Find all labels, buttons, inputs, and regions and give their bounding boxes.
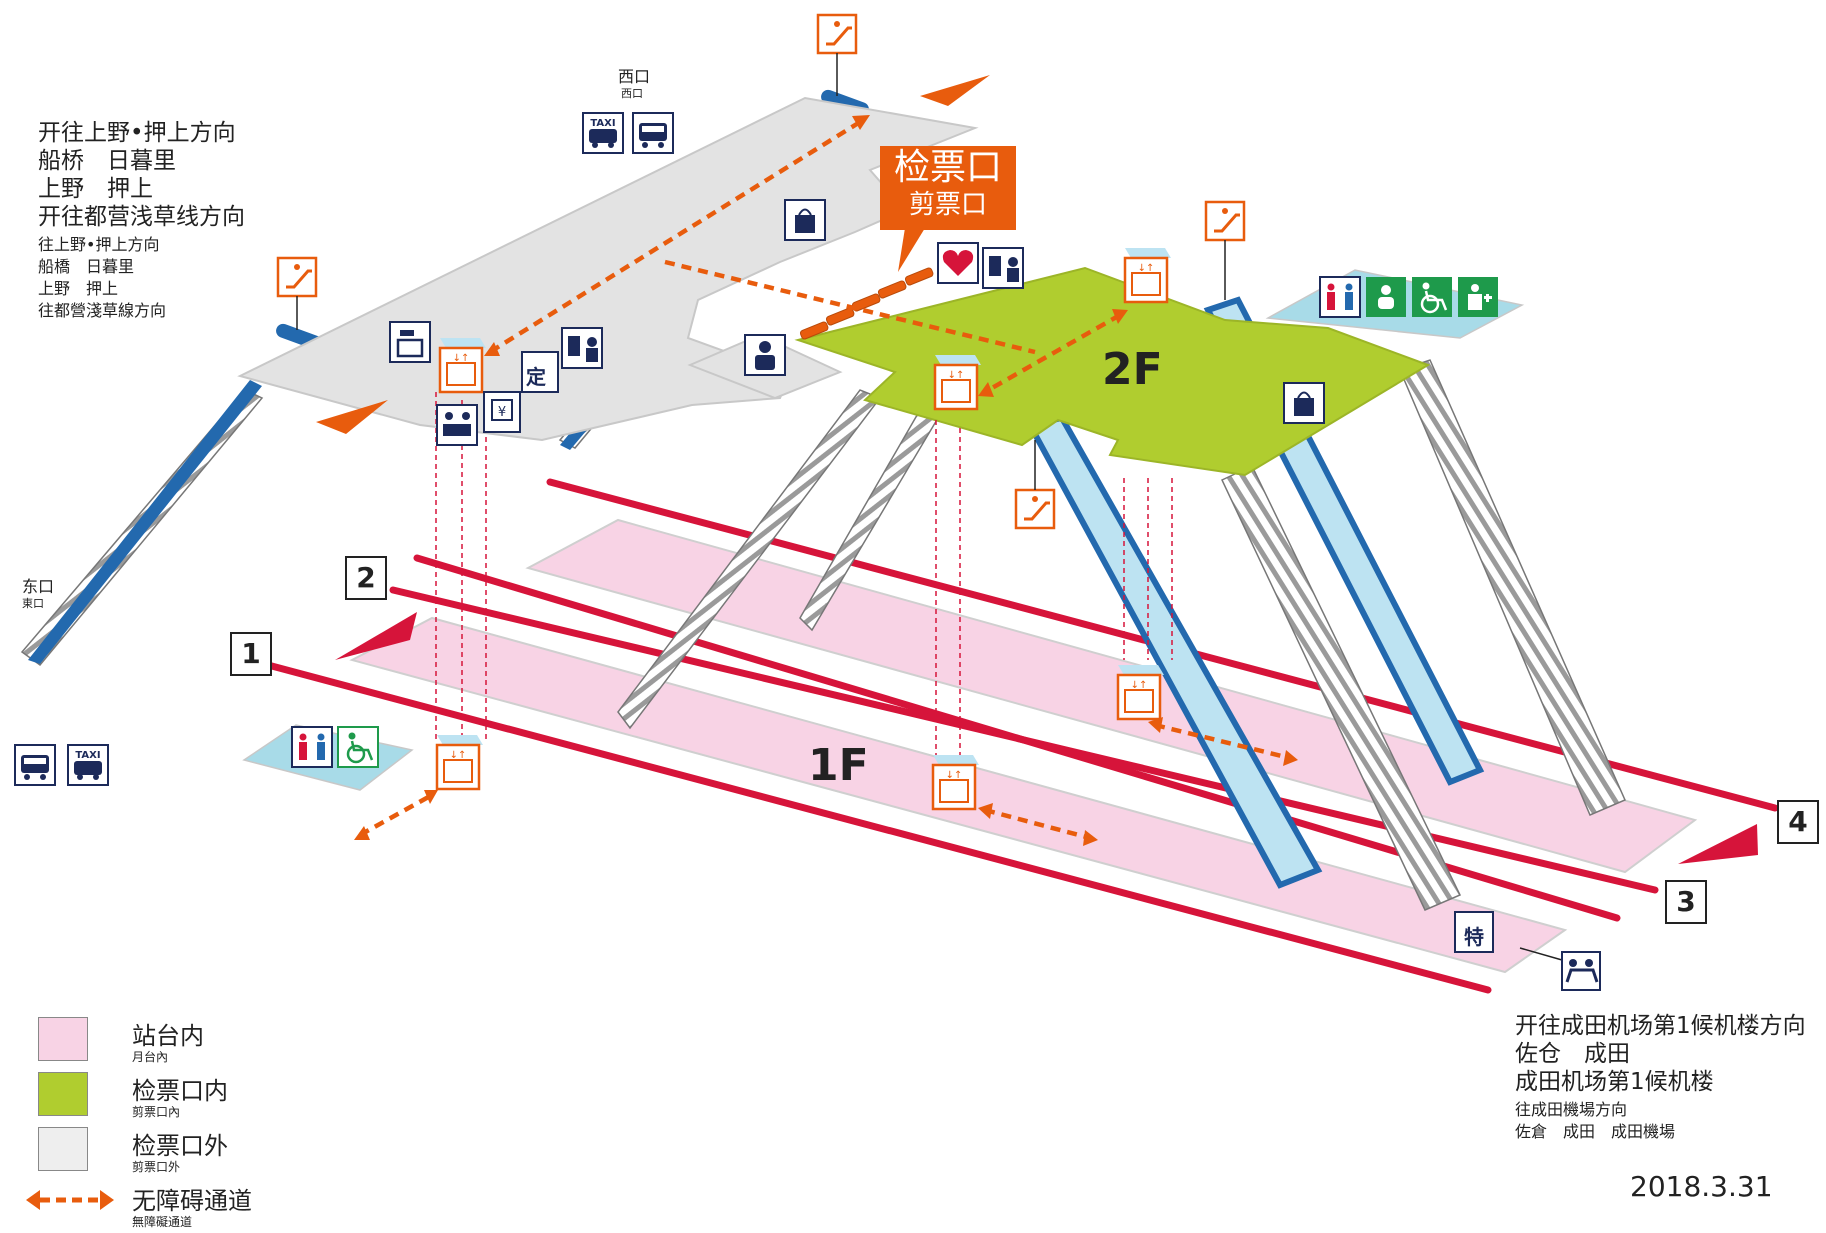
legend-sub-accessible-route: 無障礙通道: [132, 1215, 193, 1229]
legend-swatch-outside-gate: [38, 1127, 88, 1171]
taxi-icon: TAXI: [582, 112, 624, 154]
east-exit-label-jp: 東口: [22, 597, 44, 610]
wheelchair-icon: [1412, 277, 1452, 317]
direction-west-jp-2: 船橋 日暮里: [38, 257, 135, 276]
legend-label-outside-gate: 检票口外: [132, 1132, 228, 1160]
elevator-shafts: [435, 392, 1173, 760]
wheelchair-icon: [337, 726, 379, 768]
ticket-gate-label-cn: 检票口: [893, 147, 1002, 188]
limited-express-ticket-icon: 特: [1454, 911, 1494, 953]
commuter-pass-office-icon: 定: [521, 351, 559, 393]
track-line-1: [264, 661, 1492, 994]
restroom-icon: [291, 726, 333, 768]
information-counter-icon: [436, 404, 478, 446]
direction-arrow-east: [1678, 824, 1758, 864]
direction-west-cn-3: 上野 押上: [38, 176, 153, 202]
atm-icon: ¥: [483, 391, 521, 433]
ticket-machine-icon: [982, 247, 1024, 289]
multipurpose-restroom-icon: [1458, 277, 1498, 317]
elevator-icon: ↓↑: [1116, 665, 1164, 721]
direction-east-cn-2: 佐仓 成田: [1515, 1041, 1630, 1067]
shopping-icon: [784, 199, 826, 241]
svg-text:↓↑: ↓↑: [948, 370, 965, 381]
concourse-inside-gate: [794, 266, 1431, 477]
limited-express-label: 特: [1464, 925, 1484, 949]
svg-text:↓↑: ↓↑: [1138, 263, 1155, 274]
accessible-routes: [358, 120, 1291, 841]
taxi-label: TAXI: [75, 750, 100, 761]
ticket-gate-callout: 检票口 剪票口: [880, 146, 1016, 230]
direction-east-cn-3: 成田机场第1候机楼: [1515, 1069, 1714, 1095]
ticket-gate-label-jp: 剪票口: [908, 190, 987, 220]
station-staff-icon: [744, 334, 786, 376]
taxi-icon: TAXI: [67, 744, 109, 786]
track-number-3: 3: [1665, 880, 1707, 924]
elevator-icon: ↓↑: [438, 338, 486, 394]
commuter-pass-label: 定: [526, 365, 546, 389]
direction-west-jp-1: 往上野•押上方向: [38, 235, 160, 254]
west-exit-label: 西口: [618, 67, 651, 86]
direction-west-jp-3: 上野 押上: [38, 279, 119, 298]
legend-swatch-platform: [38, 1017, 88, 1061]
leader-waiting-room: [1519, 947, 1563, 961]
east-exit-label: 东口: [22, 577, 55, 596]
direction-west-cn-2: 船桥 日暮里: [38, 148, 176, 174]
escalator-east-exit: [28, 380, 262, 664]
bus-icon: [632, 112, 674, 154]
atm-yen-label: ¥: [498, 405, 506, 420]
waiting-room-icon: [1561, 951, 1601, 991]
track-number-1: 1: [230, 632, 272, 676]
callout-pointer: [898, 228, 925, 272]
accessible-route-arrowheads: [354, 115, 1298, 846]
direction-arrow-west: [335, 612, 417, 660]
escalator-icon: [276, 256, 318, 298]
svg-text:↓↑: ↓↑: [450, 750, 467, 761]
west-exit-label-jp: 西口: [621, 87, 643, 100]
elevator-icon: ↓↑: [931, 755, 979, 811]
coin-locker-icon: [389, 321, 431, 363]
escalator-icon: [1014, 488, 1056, 530]
legend-swatch-inside-gate: [38, 1072, 88, 1116]
exit-arrow-east: [316, 400, 388, 434]
direction-west-jp-4: 往都營淺草線方向: [38, 301, 167, 320]
track-line-3: [389, 586, 1659, 894]
elevator-icon: ↓↑: [1123, 248, 1171, 304]
revision-date: 2018.3.31: [1630, 1170, 1773, 1203]
direction-east-jp-2: 佐倉 成田 成田機場: [1515, 1122, 1676, 1141]
direction-west-cn-1: 开往上野•押上方向: [38, 120, 236, 146]
svg-text:↓↑: ↓↑: [1131, 680, 1148, 691]
legend-sub-platform: 月台內: [132, 1050, 169, 1064]
restroom-icon: [1319, 276, 1361, 318]
taxi-label: TAXI: [590, 118, 615, 129]
svg-text:↓↑: ↓↑: [946, 770, 963, 781]
floor-label-2f: 2F: [1102, 344, 1163, 395]
legend-label-platform: 站台内: [132, 1022, 204, 1050]
shopping-icon: [1283, 382, 1325, 424]
track-number-2: 2: [345, 556, 387, 600]
legend-sub-inside-gate: 剪票口內: [132, 1105, 181, 1119]
escalator-icon: [1204, 200, 1246, 242]
elevator-icon: ↓↑: [933, 355, 981, 411]
elevator-icon: ↓↑: [435, 735, 483, 791]
floor-label-1f: 1F: [808, 740, 869, 791]
direction-east-cn-1: 开往成田机场第1候机楼方向: [1515, 1013, 1806, 1039]
svg-text:↓↑: ↓↑: [453, 353, 470, 364]
escalator-icon: [816, 13, 858, 55]
exit-arrow-west: [920, 75, 990, 106]
track-number-4: 4: [1777, 800, 1819, 844]
ticket-machine-icon: [561, 327, 603, 369]
bus-icon: [14, 744, 56, 786]
direction-east-jp-1: 往成田機場方向: [1515, 1100, 1628, 1119]
legend-label-inside-gate: 检票口内: [132, 1077, 228, 1105]
aed-icon: [937, 242, 979, 284]
legend-sub-outside-gate: 剪票口外: [132, 1160, 181, 1174]
legend-label-accessible-route: 无障碍通道: [132, 1187, 252, 1215]
ticket-gates: [799, 267, 934, 340]
direction-west-cn-4: 开往都营浅草线方向: [38, 204, 245, 230]
baby-changing-icon: [1366, 277, 1406, 317]
legend-swatch-accessible-route: [26, 1190, 114, 1210]
